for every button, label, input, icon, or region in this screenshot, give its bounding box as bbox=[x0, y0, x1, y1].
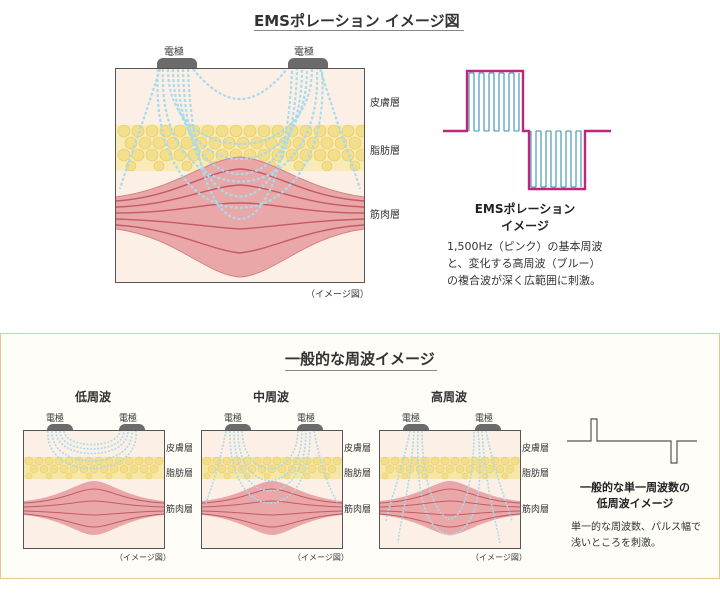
panel-high-frequency: 高周波 電極 電極 bbox=[379, 384, 584, 564]
tissue-cross-section bbox=[379, 430, 521, 549]
electrode-label: 電極 bbox=[46, 414, 65, 424]
electrode-label-left: 電極 bbox=[164, 47, 184, 58]
section2-title: 一般的な周波イメージ bbox=[285, 350, 435, 368]
electrode-label: 電極 bbox=[402, 414, 421, 424]
electrode-label-right: 電極 bbox=[294, 47, 314, 58]
tissue-illustration bbox=[24, 431, 164, 535]
layer-label-muscle: 筋肉層 bbox=[522, 505, 550, 515]
panel-heading: 高周波 bbox=[431, 390, 468, 404]
panel-heading: 低周波 bbox=[75, 390, 112, 404]
electrode bbox=[475, 424, 501, 432]
single-caption-text: 単一的な周波数、パルス幅で浅いところを刺激。 bbox=[571, 522, 701, 549]
single-caption-title: 一般的な単一周波数の 低周波イメージ bbox=[580, 481, 690, 510]
tissue-cross-section bbox=[115, 68, 365, 283]
tissue-illustration bbox=[116, 69, 364, 278]
main-title-underline bbox=[254, 30, 464, 31]
layer-label-muscle: 筋肉層 bbox=[370, 210, 400, 221]
layer-label-fat: 脂肪層 bbox=[344, 469, 372, 479]
high-frequency-wave bbox=[468, 72, 582, 188]
layer-label-skin: 皮膚層 bbox=[522, 444, 550, 454]
current-paths bbox=[118, 69, 362, 220]
electrode-label: 電極 bbox=[224, 414, 243, 424]
image-note: （イメージ図） bbox=[293, 553, 349, 562]
electrode-label: 電極 bbox=[475, 414, 494, 424]
layer-label-fat: 脂肪層 bbox=[370, 146, 400, 157]
electrode bbox=[225, 424, 251, 432]
image-note: （イメージ図） bbox=[471, 553, 527, 562]
electrode-label: 電極 bbox=[119, 414, 138, 424]
common-frequency-section: 一般的な周波イメージ 低周波 電極 電極 bbox=[0, 333, 720, 579]
muscle-layer bbox=[116, 156, 364, 278]
panel-low-frequency: 低周波 電極 電極 bbox=[23, 384, 228, 564]
layer-label-skin: 皮膚層 bbox=[344, 444, 372, 454]
ems-waveform bbox=[443, 69, 611, 191]
single-frequency-waveform bbox=[567, 418, 697, 464]
layer-label-fat: 脂肪層 bbox=[522, 469, 550, 479]
layer-label-muscle: 筋肉層 bbox=[166, 505, 194, 515]
layer-label-skin: 皮膚層 bbox=[166, 444, 194, 454]
layer-label-fat: 脂肪層 bbox=[166, 469, 194, 479]
tissue-illustration bbox=[380, 431, 520, 544]
layer-label-skin: 皮膚層 bbox=[370, 98, 400, 109]
electrode bbox=[403, 424, 429, 432]
electrode-label: 電極 bbox=[297, 414, 316, 424]
electrode bbox=[47, 424, 73, 432]
section2-title-underline bbox=[285, 370, 437, 371]
waveform-caption-title: EMSポレーション イメージ bbox=[455, 200, 595, 234]
electrode bbox=[297, 424, 323, 432]
waveform-caption-text: 1,500Hz（ピンク）の基本周波と、変化する高周波（ブルー）の複合波が深く広範… bbox=[447, 240, 603, 287]
tissue-cross-section bbox=[201, 430, 343, 549]
main-diagram bbox=[115, 58, 365, 283]
main-title: EMSポレーション イメージ図 bbox=[254, 12, 460, 30]
base-frequency-wave bbox=[443, 69, 611, 191]
tissue-illustration bbox=[202, 431, 342, 535]
main-image-note: （イメージ図） bbox=[306, 290, 369, 300]
electrode-left bbox=[157, 58, 197, 70]
image-note: （イメージ図） bbox=[115, 553, 171, 562]
electrode bbox=[119, 424, 145, 432]
electrode-right bbox=[288, 58, 328, 70]
layer-label-muscle: 筋肉層 bbox=[344, 505, 372, 515]
tissue-cross-section bbox=[23, 430, 165, 549]
panel-heading: 中周波 bbox=[253, 390, 290, 404]
panel-mid-frequency: 中周波 電極 電極 bbox=[201, 384, 406, 564]
